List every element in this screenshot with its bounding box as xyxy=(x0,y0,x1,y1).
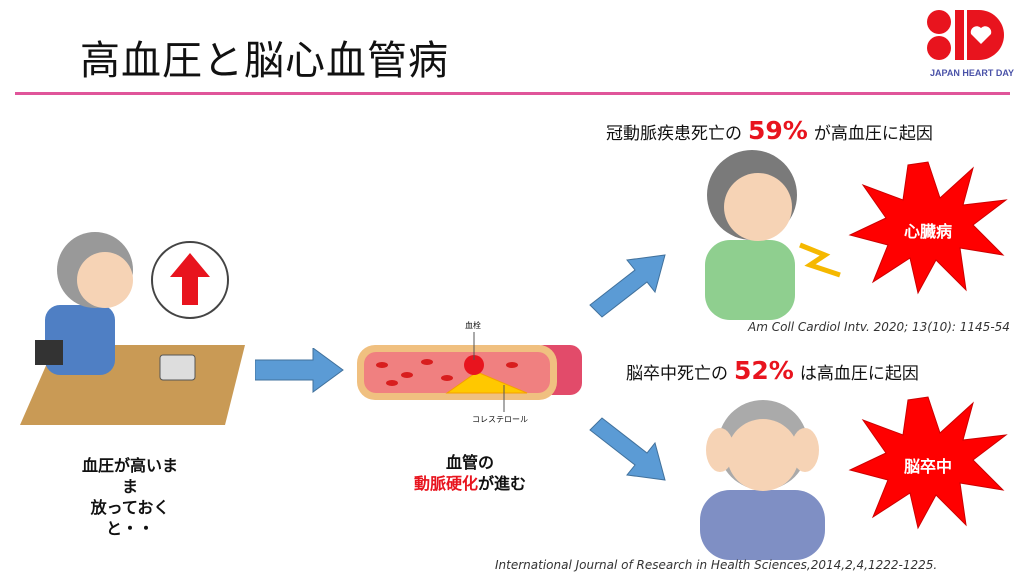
clot-label: 血栓 xyxy=(465,321,481,330)
down-right-arrow-icon xyxy=(589,417,666,481)
artery-plaque-illustration: 血栓 コレステロール xyxy=(352,320,587,430)
caption-line: ま xyxy=(121,477,138,496)
woman-measuring-blood-pressure-illustration xyxy=(15,215,250,430)
middle-caption: 血管の 動脈硬化が進む xyxy=(390,452,550,494)
caption-line: 放っておく xyxy=(90,498,170,517)
caption-rest: が進む xyxy=(478,474,527,493)
headache-man-illustration xyxy=(685,390,845,560)
burst-label: 脳卒中 xyxy=(903,457,952,476)
right-arrow-icon xyxy=(255,348,344,393)
stroke-stat: 脳卒中死亡の 52%は高血圧に起因 xyxy=(626,356,919,385)
page-title: 高血圧と脳心血管病 xyxy=(80,38,449,84)
title-divider xyxy=(15,92,1010,95)
bottom-citation: International Journal of Research in Hea… xyxy=(495,558,938,572)
stat-prefix: 冠動脈疾患死亡の xyxy=(606,124,742,144)
coronary-stat: 冠動脈疾患死亡の 59%が高血圧に起因 xyxy=(606,116,933,145)
chest-pain-woman-illustration xyxy=(690,145,850,320)
caption-line: 動脈硬化が進む xyxy=(390,473,550,494)
caption-line: 血圧が高いま xyxy=(81,456,178,475)
stat-percent: 59% xyxy=(748,116,808,145)
japan-heart-day-logo: JAPAN HEART DAY xyxy=(925,4,1020,84)
stroke-burst: 脳卒中 xyxy=(848,395,1008,530)
stat-prefix: 脳卒中死亡の xyxy=(626,364,728,384)
up-right-arrow-icon xyxy=(589,254,666,318)
heart-disease-burst: 心臓病 xyxy=(848,160,1008,295)
highlight-text: 動脈硬化 xyxy=(413,474,478,493)
cholesterol-label: コレステロール xyxy=(472,415,528,424)
caption-line: と・・ xyxy=(105,519,154,538)
stat-suffix: は高血圧に起因 xyxy=(799,364,919,384)
svg-text:JAPAN HEART DAY: JAPAN HEART DAY xyxy=(930,68,1014,78)
burst-label: 心臓病 xyxy=(903,222,952,241)
top-citation: Am Coll Cardiol Intv. 2020; 13(10): 1145… xyxy=(748,320,1010,334)
stat-percent: 52% xyxy=(734,356,794,385)
stat-suffix: が高血圧に起因 xyxy=(813,124,933,144)
left-caption: 血圧が高いま ま 放っておく と・・ xyxy=(70,455,190,539)
caption-line: 血管の xyxy=(445,453,494,472)
